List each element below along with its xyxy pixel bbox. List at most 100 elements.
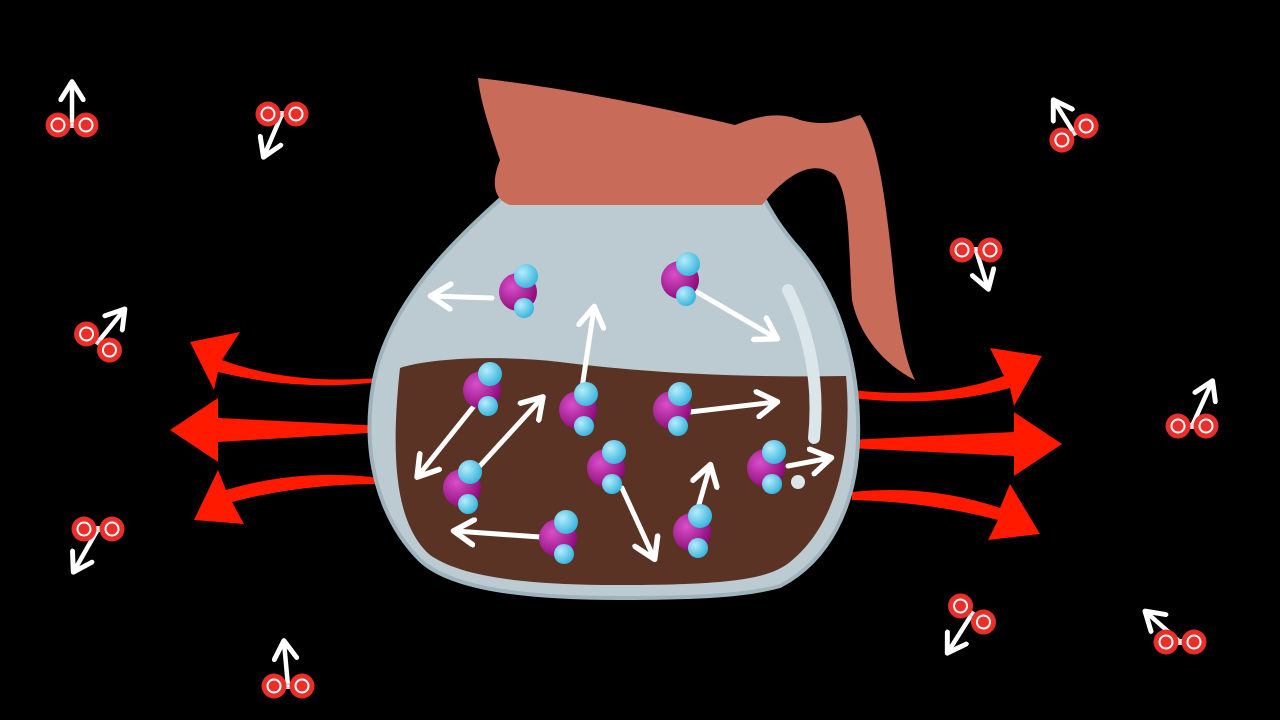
hydrogen-atom [514,298,534,318]
hydrogen-atom [676,286,696,306]
o2-pair [74,321,122,363]
pot-lid [478,78,915,380]
o2-pair [949,237,1003,263]
o-atom [949,237,975,263]
motion-arrow-icon [687,402,776,412]
o-atom-ring [982,242,998,258]
o2-pair [261,673,315,699]
oxygen-molecule-icon [261,642,315,699]
o-atom [99,516,125,542]
motion-arrows [418,288,830,558]
oxygen-molecule-icon [943,593,996,652]
o-atom [261,673,287,699]
motion-arrow-icon [475,398,542,471]
water-molecule-icon [747,440,786,494]
o-atom [73,112,99,138]
o-atom [45,112,71,138]
o-atom-ring [1198,418,1214,434]
water-molecule-icon [443,460,482,514]
o2-pair [1049,113,1099,153]
water-molecule-icon [463,362,502,416]
motion-arrow-icon [948,611,975,652]
oxygen-molecule-icon [1165,382,1219,439]
o-atom [96,337,122,363]
o-atom-ring [1158,634,1174,650]
motion-arrow-icon [418,403,477,476]
hydrogen-atom [602,440,626,464]
oxygen-molecule-icon [949,237,1003,289]
hydrogen-atom [676,252,700,276]
oxygen-molecule-icon [71,516,125,572]
hydrogen-atom [762,440,786,464]
motion-arrow-icon [582,308,594,391]
motion-arrow-icon [785,458,830,466]
oxygen-molecule-icon [74,310,127,363]
motion-arrow-icon [1189,382,1212,429]
hydrogen-atom [554,510,578,534]
water-molecule-icon [559,382,598,436]
o-atom [71,516,97,542]
heat-arrows-left [170,332,384,524]
water-molecule-icon [661,252,700,306]
o-atom-ring [954,242,970,258]
hydrogen-atom [458,460,482,484]
heat-arrow-icon [194,470,380,524]
oxygen-molecule-icon [255,101,309,157]
o-atom-ring [975,614,991,630]
o-atom-ring [1054,132,1070,148]
hydrogen-atom [574,416,594,436]
coffee-pot-icon [367,78,915,601]
hydrogen-atom [574,382,598,406]
o-atom [283,101,309,127]
o-atom-ring [79,326,95,342]
oxygen-molecules [45,83,1219,699]
o-atom [1193,413,1219,439]
o-atom [289,673,315,699]
water-molecule-icon [673,504,712,558]
o-atom-ring [104,521,120,537]
hydrogen-atom [514,264,538,288]
hydrogen-atom [478,362,502,386]
o-atom [1181,629,1207,655]
motion-arrow-icon [619,485,654,558]
pot-highlight-dot [791,475,805,489]
hydrogen-atom [478,396,498,416]
o2-pair [71,516,125,542]
o-atom-ring [294,678,310,694]
o2-pair [1165,413,1219,439]
motion-arrow-icon [432,296,495,298]
o-atom-ring [101,342,117,358]
o-atom [74,321,100,347]
hydrogen-atom [602,474,622,494]
water-molecule-icon [539,510,578,564]
o-atom-ring [1186,634,1202,650]
hydrogen-atom [688,538,708,558]
hydrogen-atom [668,416,688,436]
o-atom-ring [266,678,282,694]
heat-arrow-icon [852,348,1042,406]
o-atom [1073,113,1099,139]
o-atom-ring [953,598,969,614]
motion-arrow-icon [264,111,285,156]
hydrogen-atom [554,544,574,564]
heat-arrow-icon [852,484,1040,540]
o-atom [1165,413,1191,439]
motion-arrow-icon [976,247,988,288]
heat-arrow-icon [170,398,384,462]
o-atom [255,101,281,127]
o-atom [970,609,996,635]
oxygen-molecule-icon [1146,612,1207,655]
motion-arrow-icon [284,642,288,689]
hydrogen-atom [688,504,712,528]
o-atom [948,593,974,619]
o-atom-ring [76,521,92,537]
motion-arrow-icon [1054,101,1077,136]
motion-arrow-icon [698,466,710,511]
o2-pair [255,101,309,127]
water-molecule-icon [499,264,538,318]
o-atom [1153,629,1179,655]
motion-arrow-icon [455,531,543,537]
water-molecule-icon [587,440,626,494]
hydrogen-atom [668,382,692,406]
